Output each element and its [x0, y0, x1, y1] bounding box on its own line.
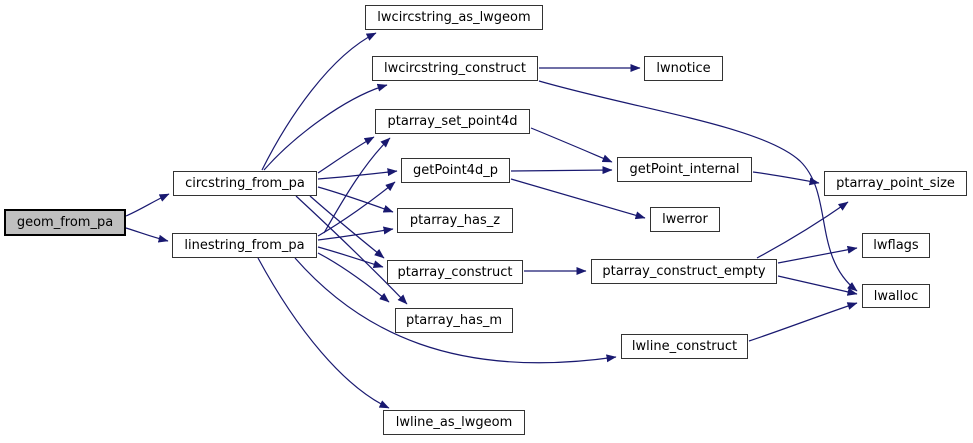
node-ptarray_construct_empty[interactable]: ptarray_construct_empty [591, 259, 777, 284]
edge-geom_from_pa-to-circstring_from_pa [125, 193, 170, 217]
node-lwcircstring_construct[interactable]: lwcircstring_construct [372, 56, 538, 81]
edge-lwline_construct-to-lwalloc [748, 302, 858, 342]
edge-linestring_from_pa-to-ptarray_set_point4d [323, 137, 391, 234]
node-lwline_construct[interactable]: lwline_construct [621, 334, 748, 359]
edge-ptarray_construct_empty-to-lwflags [777, 245, 858, 264]
node-lwerror[interactable]: lwerror [650, 207, 720, 232]
edge-linestring_from_pa-to-lwline_as_lwgeom [257, 257, 390, 409]
edge-circstring_from_pa-to-ptarray_has_z [317, 186, 394, 213]
node-geom_from_pa[interactable]: geom_from_pa [4, 209, 126, 236]
edge-circstring_from_pa-to-getPoint4d_p [317, 168, 398, 180]
edge-ptarray_construct_empty-to-lwalloc [777, 275, 858, 296]
edge-lwcircstring_construct-to-lwalloc [538, 80, 858, 292]
edge-getPoint4d_p-to-lwerror [510, 178, 646, 220]
edge-geom_from_pa-to-linestring_from_pa [125, 227, 169, 243]
node-ptarray_construct[interactable]: ptarray_construct [387, 260, 523, 284]
edge-linestring_from_pa-to-ptarray_has_m [317, 252, 390, 303]
edge-linestring_from_pa-to-getPoint4d_p [317, 181, 396, 237]
node-ptarray_has_z[interactable]: ptarray_has_z [397, 208, 513, 233]
node-getPoint_internal[interactable]: getPoint_internal [617, 157, 752, 182]
node-lwflags[interactable]: lwflags [862, 233, 930, 258]
edge-ptarray_construct_empty-to-ptarray_point_size [756, 201, 849, 259]
node-lwnotice[interactable]: lwnotice [644, 56, 723, 81]
node-lwcircstring_as_lwgeom[interactable]: lwcircstring_as_lwgeom [365, 5, 543, 30]
edge-circstring_from_pa-to-ptarray_construct [309, 195, 385, 259]
node-ptarray_point_size[interactable]: ptarray_point_size [824, 171, 967, 196]
edge-circstring_from_pa-to-ptarray_has_m [295, 195, 408, 305]
node-ptarray_set_point4d[interactable]: ptarray_set_point4d [375, 109, 530, 134]
node-circstring_from_pa[interactable]: circstring_from_pa [173, 171, 317, 196]
edge-circstring_from_pa-to-ptarray_set_point4d [317, 136, 375, 174]
edge-circstring_from_pa-to-lwcircstring_construct [263, 83, 388, 171]
edge-ptarray_set_point4d-to-getPoint_internal [530, 127, 613, 163]
node-ptarray_has_m[interactable]: ptarray_has_m [395, 308, 513, 333]
edge-getPoint_internal-to-ptarray_point_size [752, 171, 820, 186]
edge-getPoint4d_p-to-getPoint_internal [510, 166, 613, 175]
edge-circstring_from_pa-to-lwcircstring_as_lwgeom [261, 32, 377, 171]
edge-linestring_from_pa-to-ptarray_construct [317, 246, 384, 269]
edge-linestring_from_pa-to-ptarray_has_z [317, 226, 394, 241]
node-lwline_as_lwgeom[interactable]: lwline_as_lwgeom [383, 410, 525, 435]
node-lwalloc[interactable]: lwalloc [862, 284, 930, 308]
node-getPoint4d_p[interactable]: getPoint4d_p [401, 158, 510, 183]
node-linestring_from_pa[interactable]: linestring_from_pa [172, 233, 317, 258]
edge-linestring_from_pa-to-lwline_construct [294, 257, 617, 364]
